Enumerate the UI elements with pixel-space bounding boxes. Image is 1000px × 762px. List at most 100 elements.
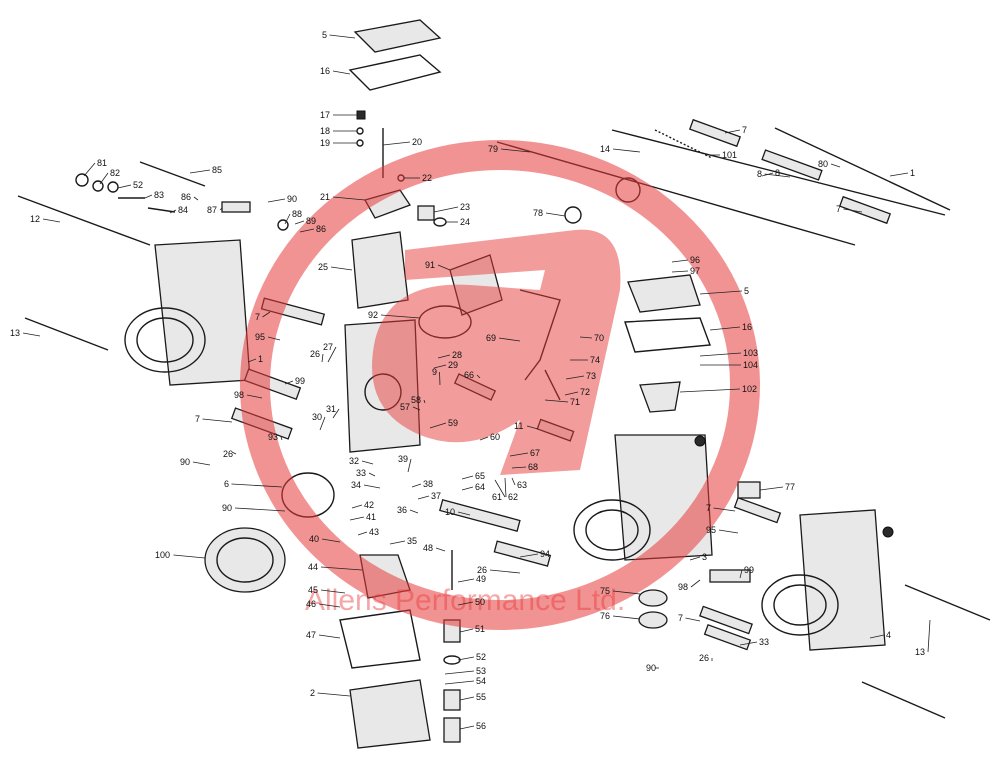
- callout-label: 87: [207, 205, 217, 215]
- leader-line: [718, 529, 739, 534]
- washer-19: [356, 139, 364, 147]
- callout-label: 14: [600, 144, 610, 154]
- leader-line: [99, 172, 109, 185]
- callout-label: 78: [533, 208, 543, 218]
- rod-13-right-a: [904, 584, 991, 621]
- leader-line: [330, 266, 353, 271]
- callout-label: 86: [181, 192, 191, 202]
- leader-line: [498, 337, 521, 342]
- leader-line: [189, 169, 211, 174]
- leader-line: [294, 220, 305, 225]
- callout-label: 8: [775, 168, 780, 178]
- float-bowl-2: [349, 679, 431, 749]
- leader-line: [759, 486, 784, 491]
- callout-label: 53: [476, 666, 486, 676]
- leader-line: [429, 422, 447, 429]
- rod-12: [17, 195, 151, 246]
- leader-line: [457, 511, 471, 516]
- leader-line: [361, 460, 374, 465]
- callout-label: 90: [287, 194, 297, 204]
- leader-line: [504, 477, 507, 498]
- callout-label: 74: [590, 355, 600, 365]
- leader-line: [417, 495, 430, 500]
- ring-52b: [443, 655, 461, 665]
- callout-label: 84: [178, 205, 188, 215]
- leader-line: [423, 399, 426, 404]
- callout-label: 45: [308, 585, 318, 595]
- callout-label: 72: [580, 387, 590, 397]
- leader-line: [318, 603, 341, 608]
- tube-94: [493, 540, 552, 567]
- carb-body-far-right: [799, 509, 886, 651]
- leader-line: [433, 364, 447, 369]
- screw-17: [356, 110, 366, 120]
- callout-label: 101: [722, 150, 737, 160]
- callout-label: 40: [309, 534, 319, 544]
- callout-label: 79: [488, 144, 498, 154]
- ring-24: [433, 217, 447, 227]
- leader-line: [319, 416, 326, 431]
- callout-label: 5: [322, 30, 327, 40]
- callout-label: 12: [30, 214, 40, 224]
- leader-line: [843, 208, 863, 213]
- callout-label: 59: [448, 418, 458, 428]
- leader-line: [321, 538, 341, 543]
- callout-label: 44: [308, 562, 318, 572]
- watermark-logo: Allens Performance Ltd.: [240, 140, 760, 630]
- callout-label: 32: [349, 456, 359, 466]
- gasket-16b: [624, 317, 711, 353]
- callout-label: 23: [460, 202, 470, 212]
- callout-label: 50: [475, 597, 485, 607]
- callout-label: 6: [224, 479, 229, 489]
- callout-label: 13: [10, 328, 20, 338]
- callout-label: 34: [351, 480, 361, 490]
- leader-line: [439, 371, 441, 386]
- callout-label: 89: [306, 216, 316, 226]
- washer-88: [277, 219, 289, 231]
- callout-label: 70: [594, 333, 604, 343]
- screw-85: [139, 161, 206, 187]
- leader-line: [351, 504, 363, 509]
- callout-label: 28: [452, 350, 462, 360]
- bellmouth-right: [573, 499, 651, 561]
- callout-label: 52: [476, 652, 486, 662]
- callout-label: 96: [690, 255, 700, 265]
- callout-label: 38: [423, 479, 433, 489]
- leader-line: [671, 270, 689, 273]
- callout-label: 11: [514, 421, 523, 431]
- cover-5b: [627, 274, 701, 313]
- callout-label: 9: [432, 367, 437, 377]
- leader-line: [739, 569, 743, 579]
- callout-label: 91: [425, 260, 435, 270]
- leader-line: [267, 336, 281, 341]
- leader-line: [457, 578, 475, 583]
- leader-line: [437, 354, 451, 359]
- leader-line: [459, 725, 475, 730]
- callout-label: 68: [528, 462, 538, 472]
- callout-label: 80: [818, 159, 828, 169]
- spring-78: [564, 206, 582, 224]
- leader-line: [435, 547, 446, 552]
- callout-label: 73: [586, 371, 596, 381]
- leader-line: [511, 477, 516, 486]
- leader-line: [457, 601, 474, 606]
- leader-line: [545, 212, 566, 217]
- leader-line: [437, 264, 451, 271]
- watermark-letter-a: [372, 229, 621, 475]
- leader-line: [509, 452, 529, 457]
- cap-77: [737, 481, 761, 499]
- callout-label: 98: [678, 582, 688, 592]
- top-cover: [353, 19, 442, 53]
- callout-label: 60: [490, 432, 500, 442]
- parts-layer: [17, 19, 991, 749]
- leader-line: [407, 458, 412, 473]
- callout-label: 33: [759, 637, 769, 647]
- callout-label: 75: [600, 586, 610, 596]
- callout-label: 47: [306, 630, 316, 640]
- leader-line: [332, 196, 366, 201]
- leader-line: [511, 466, 527, 469]
- leader-line: [564, 391, 579, 396]
- leader-line: [412, 406, 421, 411]
- rod-13-left: [24, 317, 109, 351]
- cap-76: [638, 611, 668, 629]
